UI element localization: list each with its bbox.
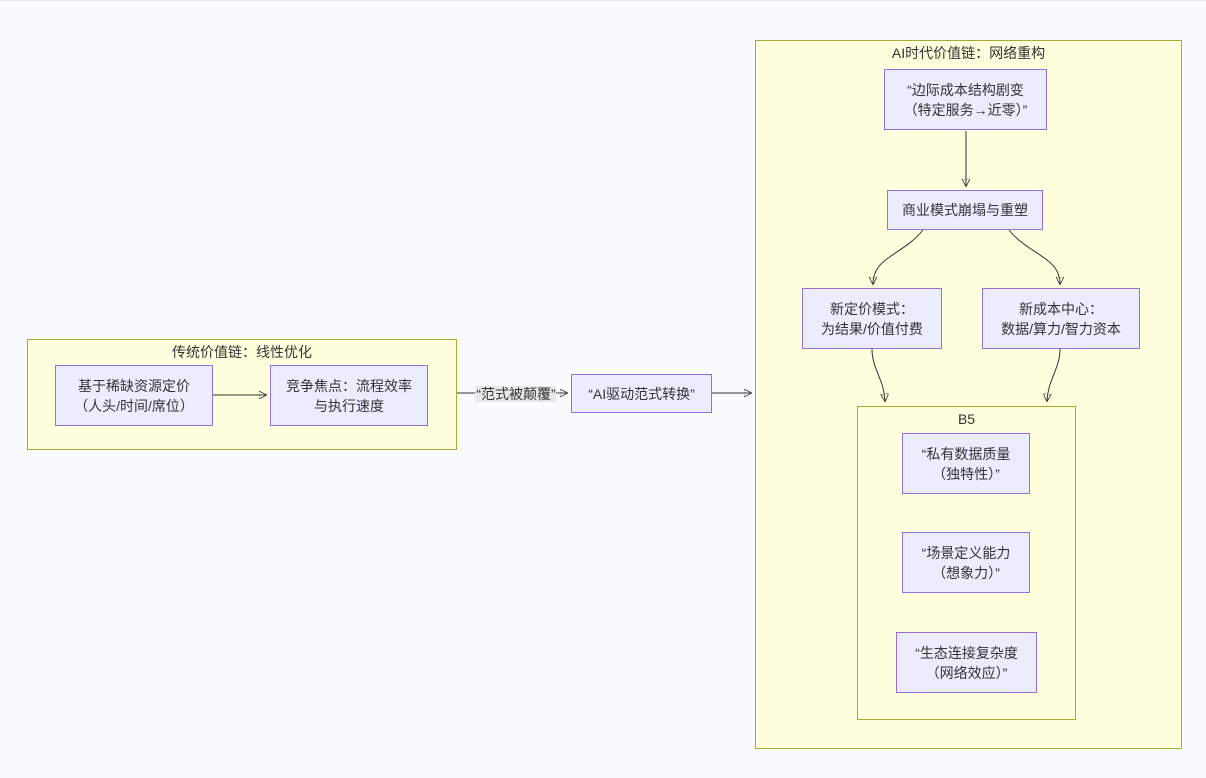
edge-costcenter-to-b5 — [1047, 348, 1061, 401]
edge-business-to-costcenter — [1008, 229, 1060, 284]
node-text-line: “边际成本结构剧变 — [907, 81, 1024, 98]
node-private-data-quality: “私有数据质量 （独特性）” — [902, 433, 1030, 494]
cluster-b5-title: B5 — [957, 411, 976, 427]
edge-label-paradigm-disrupted: “范式被颠覆” — [475, 386, 557, 402]
node-scarce-resource-pricing: 基于稀缺资源定价 （人头/时间/席位） — [55, 365, 213, 426]
edge-business-to-pricing — [873, 229, 924, 284]
node-ecosystem-connection-complexity: “生态连接复杂度 （网络效应）” — [896, 632, 1037, 693]
node-text-line: “私有数据质量 — [921, 445, 1011, 462]
node-ai-paradigm-shift: “AI驱动范式转换” — [571, 374, 712, 413]
node-text-line: （特定服务→近零）” — [903, 101, 1028, 118]
node-text-line: 数据/算力/智力资本 — [1001, 320, 1121, 337]
node-text-line: 新定价模式： — [830, 300, 914, 317]
node-text-line: 基于稀缺资源定价 — [78, 377, 190, 394]
node-text-line: （网络效应）” — [925, 664, 1008, 681]
node-text-line: “场景定义能力 — [921, 544, 1011, 561]
node-text-line: 与执行速度 — [314, 397, 384, 414]
node-text-line: “生态连接复杂度 — [915, 644, 1018, 661]
node-new-pricing-model: 新定价模式： 为结果/价值付费 — [802, 288, 942, 349]
node-text-line: 为结果/价值付费 — [821, 320, 923, 337]
node-text-line: 商业模式崩塌与重塑 — [902, 202, 1028, 218]
node-text-line: 新成本中心： — [1019, 300, 1103, 317]
node-business-model-collapse: 商业模式崩塌与重塑 — [887, 190, 1043, 230]
cluster-ai-title: AI时代价值链：网络重构 — [891, 45, 1046, 61]
cluster-traditional-title: 传统价值链：线性优化 — [172, 344, 312, 360]
node-text-line: （人头/时间/席位） — [74, 397, 194, 414]
node-text-line: “AI驱动范式转换” — [588, 385, 695, 402]
node-text-line: （独特性）” — [932, 465, 1000, 482]
node-marginal-cost-change: “边际成本结构剧变 （特定服务→近零）” — [884, 69, 1047, 130]
edge-pricing-to-b5 — [871, 348, 885, 401]
node-text-line: （想象力）” — [932, 564, 1000, 581]
node-scenario-definition-ability: “场景定义能力 （想象力）” — [902, 532, 1030, 593]
node-new-cost-center: 新成本中心： 数据/算力/智力资本 — [982, 288, 1140, 349]
node-competition-focus: 竞争焦点：流程效率 与执行速度 — [270, 365, 428, 426]
node-text-line: 竞争焦点：流程效率 — [286, 377, 412, 394]
